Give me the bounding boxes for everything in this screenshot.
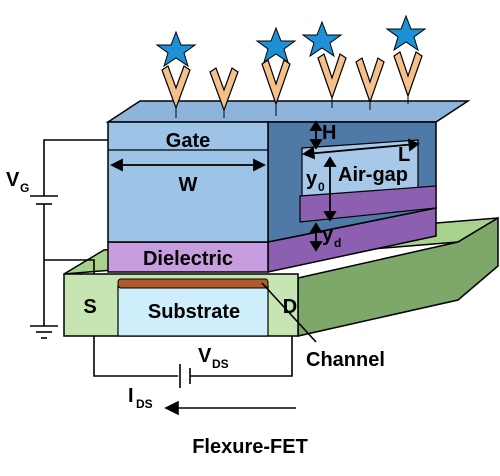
- yd-arrow: [309, 222, 323, 252]
- length-label: L: [398, 144, 410, 166]
- width-arrow: [109, 158, 267, 172]
- width-label: W: [179, 174, 198, 196]
- yd-label: y: [322, 224, 334, 246]
- vds-subscript: DS: [212, 357, 229, 371]
- y0-arrow: [323, 156, 337, 222]
- channel-label: Channel: [306, 349, 385, 371]
- vg-label: V: [6, 169, 20, 191]
- current-arrow: [164, 400, 296, 416]
- drain-bias-circuit: [93, 336, 293, 388]
- channel-strip: [117, 278, 269, 289]
- dielectric-label: Dielectric: [143, 248, 233, 270]
- star-icon: [155, 14, 427, 68]
- height-label: H: [322, 122, 336, 144]
- drain-label: D: [283, 296, 297, 318]
- receptor-stems: [175, 96, 409, 118]
- yd-subscript: d: [334, 236, 341, 250]
- vds-label: V: [198, 345, 212, 367]
- vg-subscript: G: [20, 181, 29, 195]
- substrate-region: [117, 285, 269, 337]
- gate-structure: [105, 100, 471, 243]
- ids-label: I: [128, 385, 134, 407]
- gate-label: Gate: [166, 130, 210, 152]
- height-arrow: [309, 120, 323, 150]
- diagram-caption: Flexure-FET: [192, 436, 308, 458]
- gate-bias-circuit: [30, 139, 108, 339]
- source-label: S: [83, 296, 96, 318]
- length-arrow: [302, 138, 420, 160]
- air-gap-label: Air-gap: [338, 164, 408, 186]
- y0-subscript: 0: [318, 180, 325, 194]
- y0-label: y: [306, 168, 318, 190]
- channel-pointer: [261, 282, 317, 343]
- ids-subscript: DS: [136, 397, 153, 411]
- substrate-label: Substrate: [148, 301, 240, 323]
